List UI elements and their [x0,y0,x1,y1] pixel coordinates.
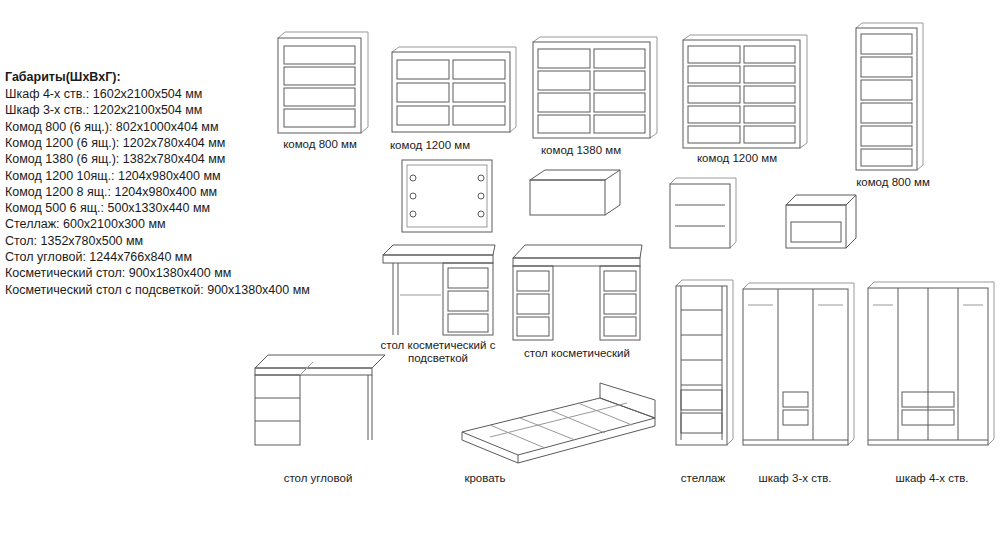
dimension-line: Стеллаж: 600x2100x300 мм [5,217,166,231]
dimension-line: Шкаф 4-х ств.: 1602x2100x504 мм [5,87,202,101]
corner-desk [255,355,385,445]
item-caption: шкаф 3-х ств. [758,472,831,485]
open-box [530,170,620,215]
heading: Габариты(ШхВхГ): [5,70,121,84]
shelving [676,280,733,445]
chest-1200-ten [683,35,807,148]
item-caption: кровать [464,472,505,485]
bed [462,383,655,463]
vanity [513,245,642,340]
item-caption: комод 1380 мм [541,144,621,157]
item-caption: стол угловой [284,472,353,485]
chest-1380 [533,37,657,138]
dimension-line: Стол угловой: 1244x766x840 мм [5,250,192,264]
item-caption: комод 800 мм [283,138,357,151]
chest-800 [278,32,368,133]
dimension-line: Комод 1200 (6 ящ.): 1202x780x404 мм [5,136,225,150]
item-caption: комод 800 мм [856,176,930,189]
nightstand [786,195,856,248]
dimension-line: Стол: 1352x780x500 мм [5,234,143,248]
item-caption: стеллаж [681,472,725,485]
item-caption: комод 1200 мм [697,152,777,165]
dimension-line: Комод 500 6 ящ.: 500x1330x440 мм [5,201,210,215]
dimension-line: Комод 1380 (6 ящ.): 1382x780x404 мм [5,152,225,166]
wardrobe-three [743,283,854,445]
item-caption: комод 1200 мм [390,139,470,152]
dimension-line: Косметический стол: 900x1380x400 мм [5,266,231,280]
dimension-line: Косметический стол с подсветкой: 900x138… [5,283,310,297]
dimension-line: Комод 800 (6 ящ.): 802x1000x404 мм [5,120,219,134]
chest-tall [856,23,923,170]
cabinet-small [670,178,736,248]
item-caption: стол косметический с подсветкой [376,339,501,365]
chest-1200 [392,47,516,132]
mirror [402,160,492,232]
dimension-line: Шкаф 3-х ств.: 1202x2100x504 мм [5,103,202,117]
vanity-lit [383,245,495,335]
dimension-line: Комод 1200 8 ящ.: 1204x980x400 мм [5,185,217,199]
dimension-line: Комод 1200 10ящ.: 1204x980x400 мм [5,169,221,183]
wardrobe-four [868,282,994,445]
item-caption: шкаф 4-х ств. [895,472,968,485]
item-caption: стол косметический [524,347,630,360]
